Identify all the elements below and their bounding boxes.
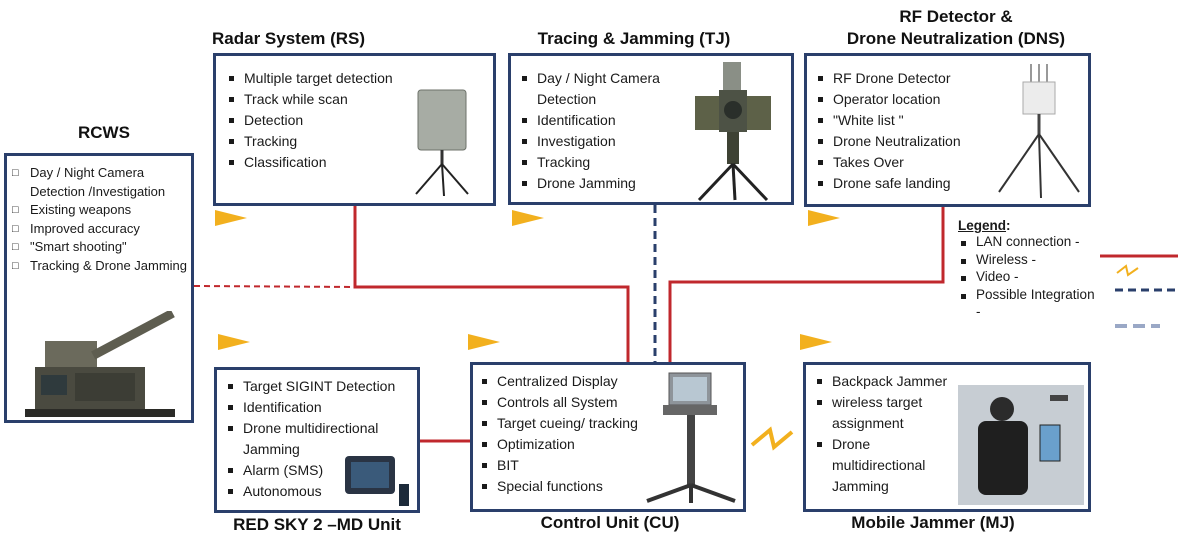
- list-item: BIT: [479, 455, 679, 476]
- tj-feature-list: Day / Night Camera Detection Identificat…: [519, 68, 679, 194]
- tj-title: Tracing & Jamming (TJ): [537, 29, 731, 48]
- md-feature-list: Target SIGINT Detection Identification D…: [225, 376, 415, 502]
- list-item: Improved accuracy: [12, 220, 192, 239]
- list-item: Centralized Display: [479, 371, 679, 392]
- list-item: Detection: [226, 110, 426, 131]
- control-unit-image: [646, 372, 736, 503]
- rcws-box: Day / Night Camera Detection /Investigat…: [4, 153, 194, 423]
- list-item: Track while scan: [226, 89, 426, 110]
- list-item: "Smart shooting": [12, 238, 192, 257]
- mj-title: Mobile Jammer (MJ): [851, 513, 1015, 532]
- list-item: Backpack Jammer: [814, 371, 952, 392]
- wireless-bolt-icon: [750, 426, 794, 451]
- list-item: Drone multidirectional Jamming: [225, 418, 415, 460]
- tj-box: Day / Night Camera Detection Identificat…: [508, 53, 794, 205]
- list-item: Takes Over: [815, 152, 995, 173]
- list-item: Day / Night Camera Detection: [519, 68, 679, 110]
- list-item: Existing weapons: [12, 201, 192, 220]
- list-item: Drone Neutralization: [815, 131, 995, 152]
- list-item: Tracking & Drone Jamming: [12, 257, 192, 276]
- list-item: Tracking: [519, 152, 679, 173]
- list-item: Drone multidirectional Jamming: [814, 434, 952, 497]
- list-item: Autonomous: [225, 481, 415, 502]
- arrow-marker-cu: [468, 334, 500, 350]
- arrow-marker-rcws: [215, 210, 247, 226]
- lan-line-rs: [353, 205, 630, 362]
- md-unit-image: [345, 456, 409, 506]
- arrow-marker-mj: [800, 334, 832, 350]
- rs-title: Radar System (RS): [212, 29, 366, 48]
- list-item: wireless target assignment: [814, 392, 952, 434]
- mj-feature-list: Backpack Jammer wireless target assignme…: [814, 371, 952, 497]
- list-item: Alarm (SMS): [225, 460, 415, 481]
- list-item: "White list ": [815, 110, 995, 131]
- rcws-title: RCWS: [78, 123, 130, 142]
- radar-image: [415, 89, 469, 197]
- wireless-legend-icon: [1116, 264, 1139, 277]
- list-item: Identification: [519, 110, 679, 131]
- legend-item-integration: Possible Integration -: [958, 286, 1098, 321]
- legend-item-lan: LAN connection -: [958, 233, 1098, 251]
- list-item: Tracking: [226, 131, 426, 152]
- mj-box: Backpack Jammer wireless target assignme…: [803, 362, 1091, 512]
- rcws-weapon-station-image: [25, 311, 175, 417]
- list-item: Target SIGINT Detection: [225, 376, 415, 397]
- list-item: Classification: [226, 152, 426, 173]
- legend-title-colon: :: [1006, 218, 1011, 233]
- legend-item-wireless: Wireless -: [958, 251, 1098, 269]
- list-item: Special functions: [479, 476, 679, 497]
- cu-feature-list: Centralized Display Controls all System …: [479, 371, 679, 497]
- dns-title-line2: Drone Neutralization (DNS): [846, 29, 1066, 48]
- list-item: RF Drone Detector: [815, 68, 995, 89]
- list-item: Drone safe landing: [815, 173, 995, 194]
- list-item: Identification: [225, 397, 415, 418]
- list-item: Operator location: [815, 89, 995, 110]
- md-box: Target SIGINT Detection Identification D…: [214, 367, 420, 513]
- legend-title-row: Legend:: [958, 218, 1098, 233]
- legend-item-video: Video -: [958, 268, 1098, 286]
- list-item: Drone Jamming: [519, 173, 679, 194]
- dns-feature-list: RF Drone Detector Operator location "Whi…: [815, 68, 995, 194]
- list-item: Optimization: [479, 434, 679, 455]
- list-item: Day / Night Camera Detection /Investigat…: [12, 164, 192, 201]
- tracker-jammer-image: [695, 62, 771, 202]
- dns-box: RF Drone Detector Operator location "Whi…: [804, 53, 1091, 207]
- arrow-marker-dns: [808, 210, 840, 226]
- mobile-jammer-image: [958, 385, 1084, 505]
- arrow-marker-md: [218, 334, 250, 350]
- list-item: Investigation: [519, 131, 679, 152]
- list-item: Controls all System: [479, 392, 679, 413]
- legend: Legend: LAN connection - Wireless - Vide…: [958, 218, 1098, 321]
- dns-title-line1: RF Detector &: [899, 7, 1013, 26]
- lan-line-dns: [668, 207, 945, 362]
- list-item: Target cueing/ tracking: [479, 413, 679, 434]
- cu-title: Control Unit (CU): [540, 513, 680, 532]
- rs-feature-list: Multiple target detection Track while sc…: [226, 68, 426, 173]
- cu-box: Centralized Display Controls all System …: [470, 362, 746, 512]
- list-item: Multiple target detection: [226, 68, 426, 89]
- rcws-link-line: [193, 285, 356, 288]
- legend-list: LAN connection - Wireless - Video - Poss…: [958, 233, 1098, 321]
- rf-detector-image: [998, 64, 1080, 199]
- rs-box: Multiple target detection Track while sc…: [213, 53, 496, 206]
- md-title: RED SKY 2 –MD Unit: [233, 515, 401, 534]
- rcws-feature-list: Day / Night Camera Detection /Investigat…: [12, 164, 192, 275]
- legend-title: Legend: [958, 218, 1007, 233]
- arrow-marker-tj: [512, 210, 544, 226]
